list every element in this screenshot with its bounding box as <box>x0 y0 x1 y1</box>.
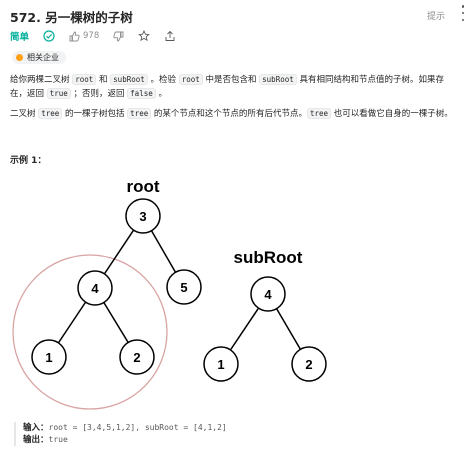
root-label: root <box>126 177 159 196</box>
description-paragraph-1: 给你两棵二叉树 root 和 subRoot 。检验 root 中是否包含和 s… <box>10 74 444 99</box>
root-node-3: 3 <box>125 198 161 234</box>
svg-text:4: 4 <box>91 281 99 296</box>
svg-text:4: 4 <box>264 287 272 302</box>
thumbs-up-icon <box>69 31 80 42</box>
problem-title: 572. 另一棵树的子树 <box>10 10 133 25</box>
output-value: true <box>48 435 68 444</box>
subroot-node-2: 2 <box>291 346 327 382</box>
svg-text:1: 1 <box>45 350 52 365</box>
difficulty-badge: 简单 <box>10 32 30 43</box>
svg-text:1: 1 <box>217 357 224 372</box>
svg-text:2: 2 <box>133 350 140 365</box>
svg-text:2: 2 <box>305 357 312 372</box>
subroot-label: subRoot <box>234 248 303 267</box>
related-companies-label: 相关企业 <box>27 53 59 62</box>
root-node-4: 4 <box>77 270 113 306</box>
hint-link[interactable]: 提示 <box>426 12 445 22</box>
related-companies-tag[interactable]: 相关企业 <box>12 51 66 64</box>
output-label: 输出： <box>23 435 49 445</box>
like-button[interactable]: 978 <box>69 31 99 42</box>
solved-check-icon <box>43 30 55 42</box>
example-title: 示例 1： <box>10 156 47 166</box>
dislike-button[interactable] <box>113 31 124 42</box>
subroot-node-1: 1 <box>203 346 239 382</box>
example-output-line: 输出：true <box>23 434 227 446</box>
description-paragraph-2: 二叉树 tree 的一棵子树包括 tree 的某个节点和这个节点的所有后代节点。… <box>10 108 453 119</box>
like-count: 978 <box>83 31 100 41</box>
root-node-2: 2 <box>119 339 155 375</box>
example-io-block: 输入：root = [3,4,5,1,2], subRoot = [4,1,2]… <box>14 422 227 446</box>
company-tag-icon <box>16 54 23 61</box>
example-input-line: 输入：root = [3,4,5,1,2], subRoot = [4,1,2] <box>23 422 227 434</box>
root-node-1: 1 <box>31 339 67 375</box>
more-options-icon[interactable] <box>458 5 468 21</box>
subroot-node-4: 4 <box>250 276 286 312</box>
thumbs-down-icon <box>113 31 124 42</box>
favorite-star-icon[interactable] <box>138 30 151 42</box>
subtree-highlight-circle <box>12 254 168 410</box>
input-value: root = [3,4,5,1,2], subRoot = [4,1,2] <box>48 423 227 432</box>
input-label: 输入： <box>23 423 49 433</box>
problem-meta-bar: 简单 978 <box>10 29 176 43</box>
svg-text:5: 5 <box>180 280 187 295</box>
svg-text:3: 3 <box>139 209 146 224</box>
root-node-5: 5 <box>166 269 202 305</box>
share-icon[interactable] <box>164 30 176 42</box>
